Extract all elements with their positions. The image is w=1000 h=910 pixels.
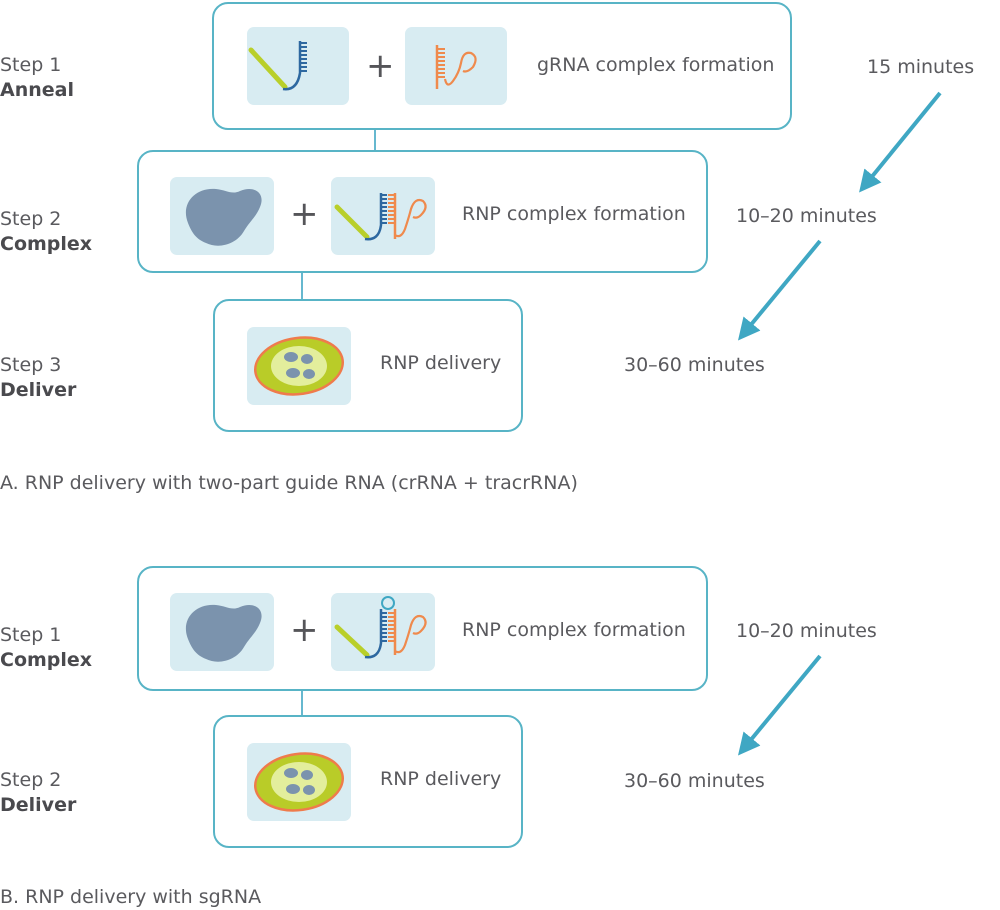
step-number: Step 1 — [0, 624, 62, 646]
time-arrow-a-1 — [859, 91, 942, 193]
plus-sign: + — [290, 194, 319, 234]
plus-sign: + — [290, 610, 319, 650]
cell-icon — [254, 752, 344, 812]
step-label: RNP delivery — [380, 768, 502, 790]
time-arrow-b-1 — [738, 654, 822, 756]
step-time: 30–60 minutes — [624, 770, 765, 792]
step-label: gRNA complex formation — [537, 54, 775, 76]
grna-complex-icon — [334, 193, 427, 241]
cell-tile — [247, 327, 351, 405]
step-number: Step 3 — [0, 354, 62, 376]
cas9-protein-icon — [185, 604, 262, 662]
crrna-tile — [247, 27, 349, 105]
step-name: Complex — [0, 649, 93, 671]
cas9-protein-icon — [185, 188, 262, 246]
sgrna-tile — [331, 593, 435, 671]
panel-a-caption: A. RNP delivery with two-part guide RNA … — [0, 472, 578, 494]
step-name: Deliver — [0, 794, 77, 816]
step-name: Anneal — [0, 79, 74, 101]
step-label: RNP complex formation — [462, 619, 686, 641]
protein-tile — [170, 177, 274, 255]
step-time: 30–60 minutes — [624, 354, 765, 376]
step-name: Complex — [0, 233, 93, 255]
cell-icon — [254, 336, 344, 396]
grna-complex-tile — [331, 177, 435, 255]
crrna-icon — [248, 41, 307, 91]
tracrrna-icon — [435, 45, 477, 89]
time-arrow-a-2 — [738, 239, 822, 341]
panel-b-caption: B. RNP delivery with sgRNA — [0, 886, 262, 908]
step-time: 15 minutes — [867, 56, 975, 78]
protein-tile — [170, 593, 274, 671]
step-time: 10–20 minutes — [736, 620, 877, 642]
tracrrna-tile — [405, 27, 507, 105]
step-label: RNP delivery — [380, 352, 502, 374]
cell-tile — [247, 743, 351, 821]
step-number: Step 2 — [0, 208, 62, 230]
step-name: Deliver — [0, 379, 77, 401]
step-label: RNP complex formation — [462, 203, 686, 225]
sgrna-icon — [334, 596, 427, 659]
plus-sign: + — [366, 46, 395, 86]
step-time: 10–20 minutes — [736, 205, 877, 227]
step-number: Step 2 — [0, 769, 62, 791]
step-number: Step 1 — [0, 54, 62, 76]
